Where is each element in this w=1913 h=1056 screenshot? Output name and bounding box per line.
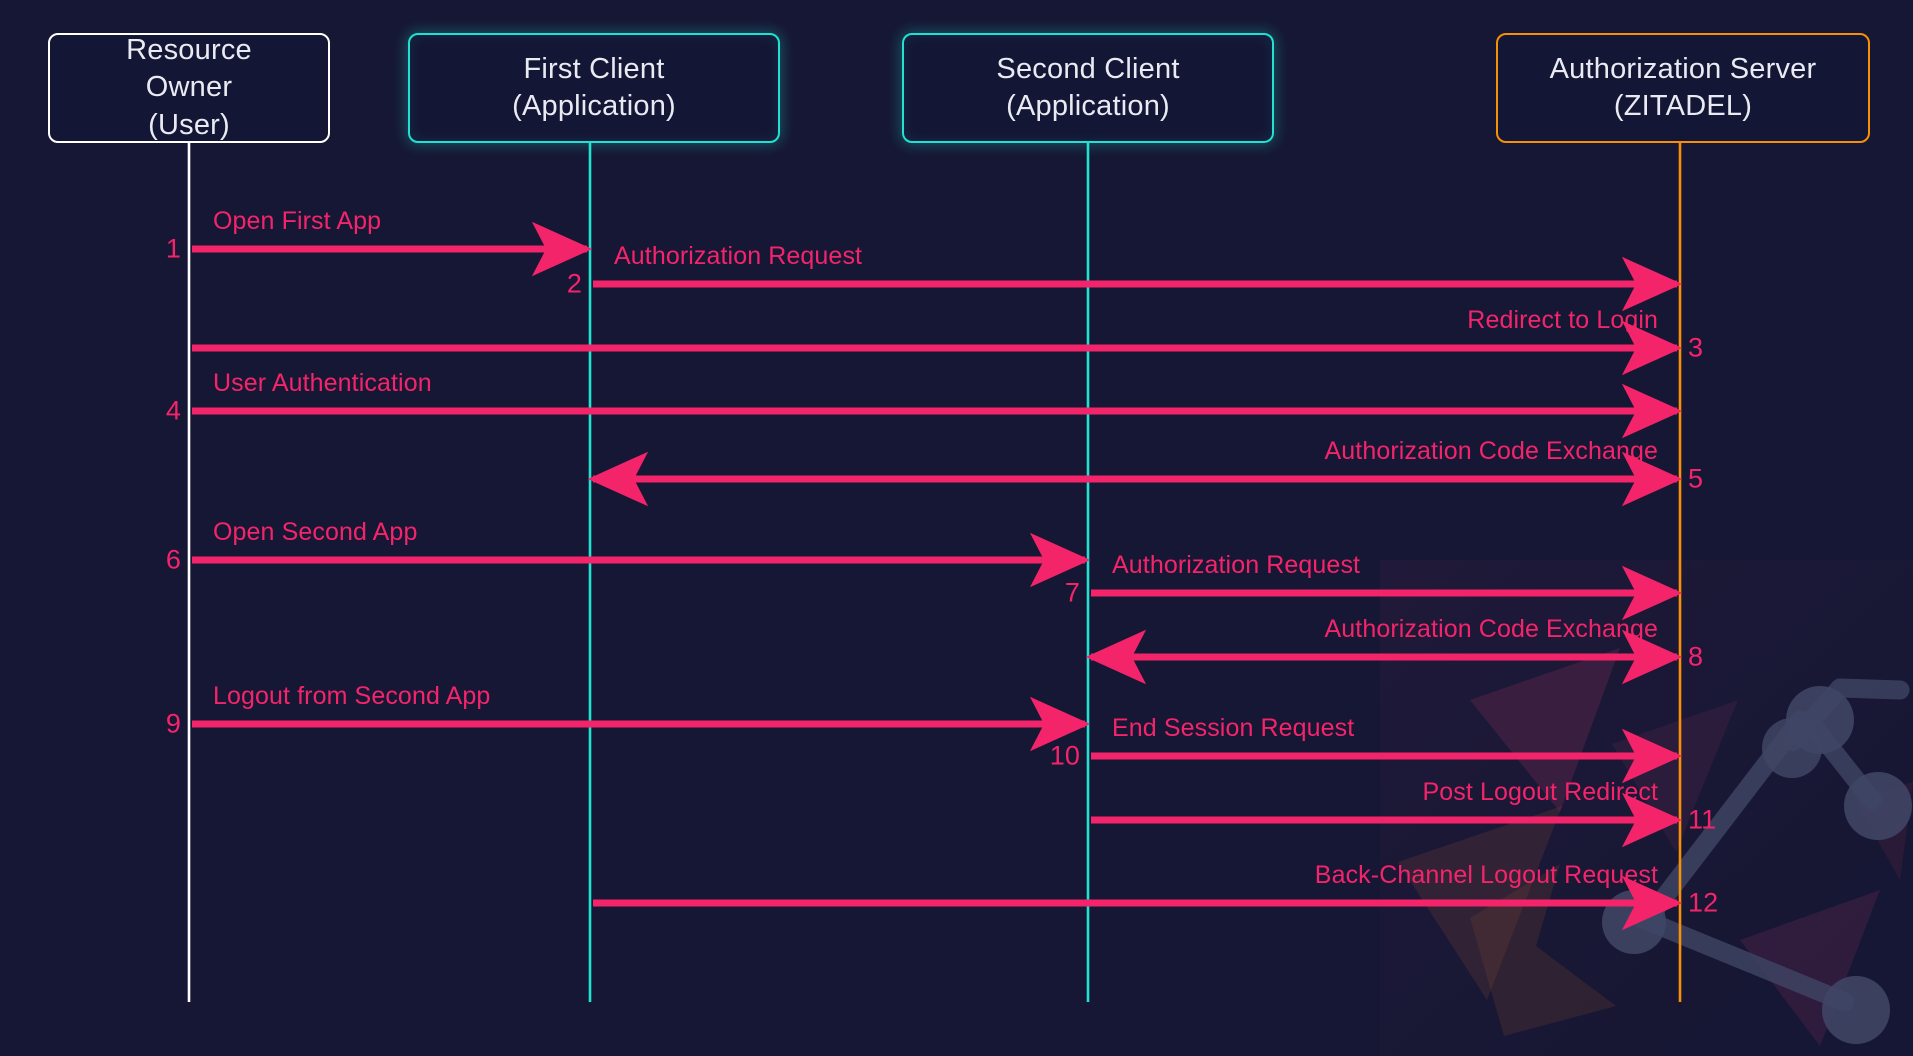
message-sequence-number: 3: [1688, 332, 1704, 363]
actor-box-authorization-server[interactable]: Authorization Server (ZITADEL): [1496, 33, 1870, 143]
message-label: Open First App: [213, 207, 382, 235]
message-sequence-number: 12: [1688, 887, 1719, 918]
message-label: Logout from Second App: [213, 682, 491, 710]
message-label: Open Second App: [213, 518, 418, 546]
message-sequence-number: 5: [1688, 463, 1704, 494]
message-label: End Session Request: [1112, 714, 1355, 742]
message-label: Authorization Request: [1112, 551, 1361, 579]
message-sequence-number: 9: [165, 708, 181, 739]
message-label: Authorization Code Exchange: [1324, 437, 1658, 465]
message-label: Authorization Code Exchange: [1324, 615, 1658, 643]
message-sequence-number: 11: [1688, 804, 1717, 835]
actor-box-first-client[interactable]: First Client (Application): [408, 33, 780, 143]
message-sequence-number: 2: [566, 268, 582, 299]
message-sequence-number: 8: [1688, 641, 1704, 672]
actor-box-resource-owner[interactable]: Resource Owner (User): [48, 33, 330, 143]
actor-box-second-client[interactable]: Second Client (Application): [902, 33, 1274, 143]
message-label: Authorization Request: [614, 242, 863, 270]
message-label: Redirect to Login: [1467, 306, 1658, 334]
message-sequence-number: 7: [1064, 577, 1080, 608]
message-label: User Authentication: [213, 369, 432, 397]
message-label: Back-Channel Logout Request: [1314, 861, 1658, 889]
message-sequence-number: 6: [165, 544, 181, 575]
message-label: Post Logout Redirect: [1422, 778, 1658, 806]
message-sequence-number: 10: [1049, 740, 1080, 771]
message-sequence-number: 1: [165, 233, 181, 264]
message-sequence-number: 4: [165, 395, 181, 426]
